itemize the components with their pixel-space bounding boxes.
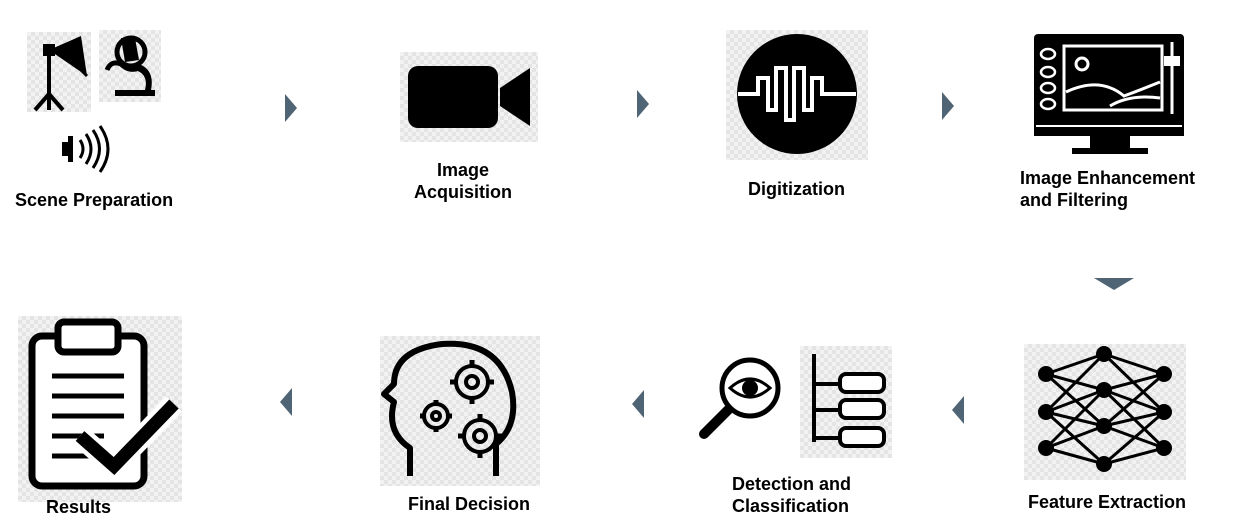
magnifier-eye-icon <box>696 352 800 442</box>
video-camera-icon <box>400 52 538 142</box>
clipboard-check-icon <box>18 316 182 502</box>
head-gears-icon <box>380 336 540 486</box>
step-label-image-enhancement-line1: Image Enhancement <box>1020 168 1196 188</box>
step-label-image-acquisition-line1: Image <box>436 160 490 180</box>
arrow-left-1 <box>952 396 964 424</box>
microscope-icon <box>99 30 161 102</box>
arrow-left-2 <box>632 390 644 418</box>
step-label-image-enhancement-line2: and Filtering <box>1020 190 1128 210</box>
signal-wave-icon <box>726 30 868 160</box>
step-label-digitization: Digitization <box>748 179 845 199</box>
monitor-sliders-icon <box>1030 30 1190 160</box>
studio-light-icon <box>27 32 91 112</box>
step-label-image-acquisition-line2: Acquisition <box>414 182 512 202</box>
step-label-detection-line1: Detection and <box>732 474 852 494</box>
arrow-left-3 <box>280 388 292 416</box>
step-label-scene-preparation: Scene Preparation <box>15 190 174 210</box>
sound-waves-icon <box>58 122 120 174</box>
tree-list-icon <box>800 346 892 458</box>
step-label-detection-line2: Classification <box>732 496 850 516</box>
step-label-image-acquisition: Image Acquisition <box>411 159 515 203</box>
step-label-feature-extraction: Feature Extraction <box>1028 492 1187 512</box>
arrow-right-1 <box>285 94 297 122</box>
arrow-right-3 <box>942 92 954 120</box>
arrow-right-2 <box>637 90 649 118</box>
arrow-down <box>1094 278 1134 290</box>
step-label-final-decision: Final Decision <box>408 494 531 514</box>
step-label-detection-classification: Detection and Classification <box>732 473 851 517</box>
step-label-results: Results <box>46 497 112 517</box>
neural-network-icon <box>1024 344 1186 480</box>
step-label-image-enhancement: Image Enhancement and Filtering <box>1020 167 1195 211</box>
